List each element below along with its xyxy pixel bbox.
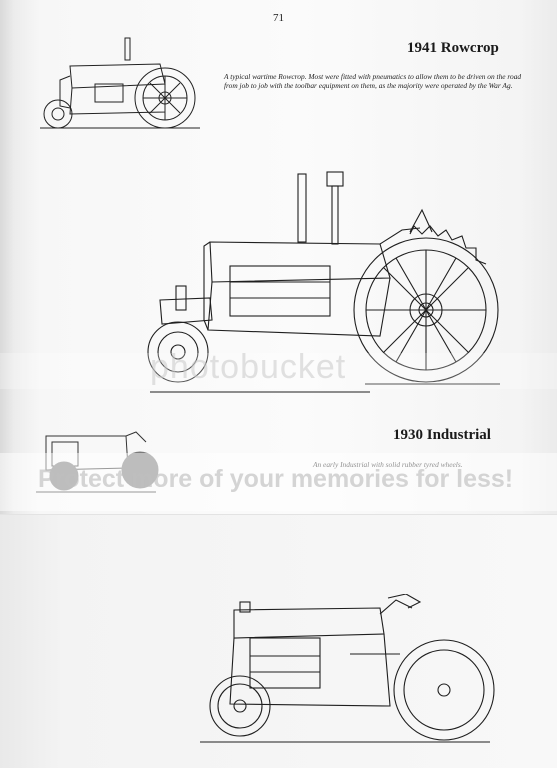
lower-page-panel: [0, 514, 557, 768]
rowcrop-main-drawing: [147, 171, 500, 393]
watermark-logo: photobucket: [150, 348, 347, 386]
caption-1941: A typical wartime Rowcrop. Most were fit…: [224, 72, 522, 91]
watermark-band-top: [0, 353, 557, 389]
watermark-tagline: Protect more of your memories for less!: [38, 465, 514, 493]
section-title-1941: 1941 Rowcrop: [407, 40, 499, 56]
industrial-main-drawing: [200, 594, 495, 743]
section-title-1930: 1930 Industrial: [393, 427, 491, 443]
page-number: 71: [273, 12, 284, 24]
rowcrop-small-drawing: [40, 37, 200, 129]
watermark-band: [0, 453, 557, 511]
